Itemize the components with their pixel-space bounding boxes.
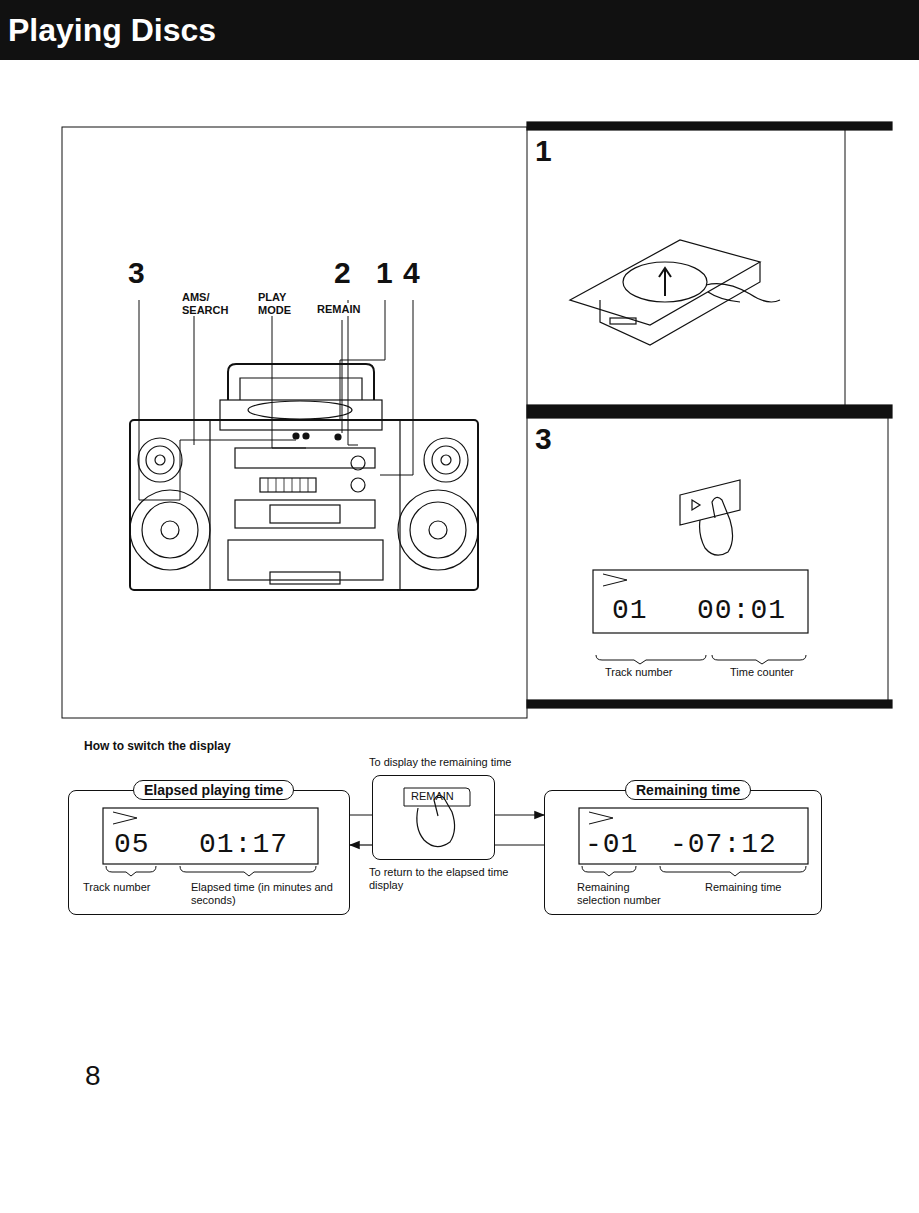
control-label: AMS/ SEARCH xyxy=(182,291,237,316)
page-title: Playing Discs xyxy=(8,12,216,49)
display-mode-box: Elapsed playing time0501:17Track numberE… xyxy=(68,790,350,915)
step-number: 1 xyxy=(535,134,552,169)
control-label: PLAY MODE xyxy=(258,291,296,316)
callout-number: 2 xyxy=(334,256,351,291)
display-digits: 01:17 xyxy=(199,831,288,859)
mode-heading: Remaining time xyxy=(625,780,751,800)
page-number: 8 xyxy=(85,1060,101,1092)
display-caption: Elapsed time (in minutes and seconds) xyxy=(191,881,341,906)
button-label: REMAIN xyxy=(411,790,454,803)
step-panel: 1 xyxy=(527,130,845,405)
arrow-connector xyxy=(495,814,544,815)
display-digits: 01 xyxy=(612,597,648,625)
arrow-connector xyxy=(350,844,372,845)
callout-number: 4 xyxy=(403,256,420,291)
mode-heading: Elapsed playing time xyxy=(133,780,294,800)
remain-button: REMAIN xyxy=(372,775,495,860)
display-caption: Track number xyxy=(83,881,150,894)
display-mode-box: Remaining time -01 -07:12Remaining selecti… xyxy=(544,790,822,915)
callout-number: 1 xyxy=(376,256,393,291)
display-caption: Time counter xyxy=(730,666,794,679)
instruction-note: To return to the elapsed time display xyxy=(369,866,539,891)
display-caption: Remaining time xyxy=(705,881,781,894)
section-heading: How to switch the display xyxy=(84,740,231,754)
step-panel: 3 01 00:01Track number Time counter xyxy=(527,418,888,700)
display-digits: 05 xyxy=(114,831,150,859)
step-number: 3 xyxy=(535,422,552,457)
display-digits: 00:01 xyxy=(697,597,786,625)
display-caption: Remaining selection number xyxy=(577,881,672,906)
callout-number: 3 xyxy=(128,256,145,291)
display-caption: Track number xyxy=(605,666,672,679)
display-digits: -01 xyxy=(585,831,638,859)
control-label: REMAIN xyxy=(317,303,360,316)
display-digits: -07:12 xyxy=(670,831,777,859)
instruction-note: To display the remaining time xyxy=(369,756,511,769)
